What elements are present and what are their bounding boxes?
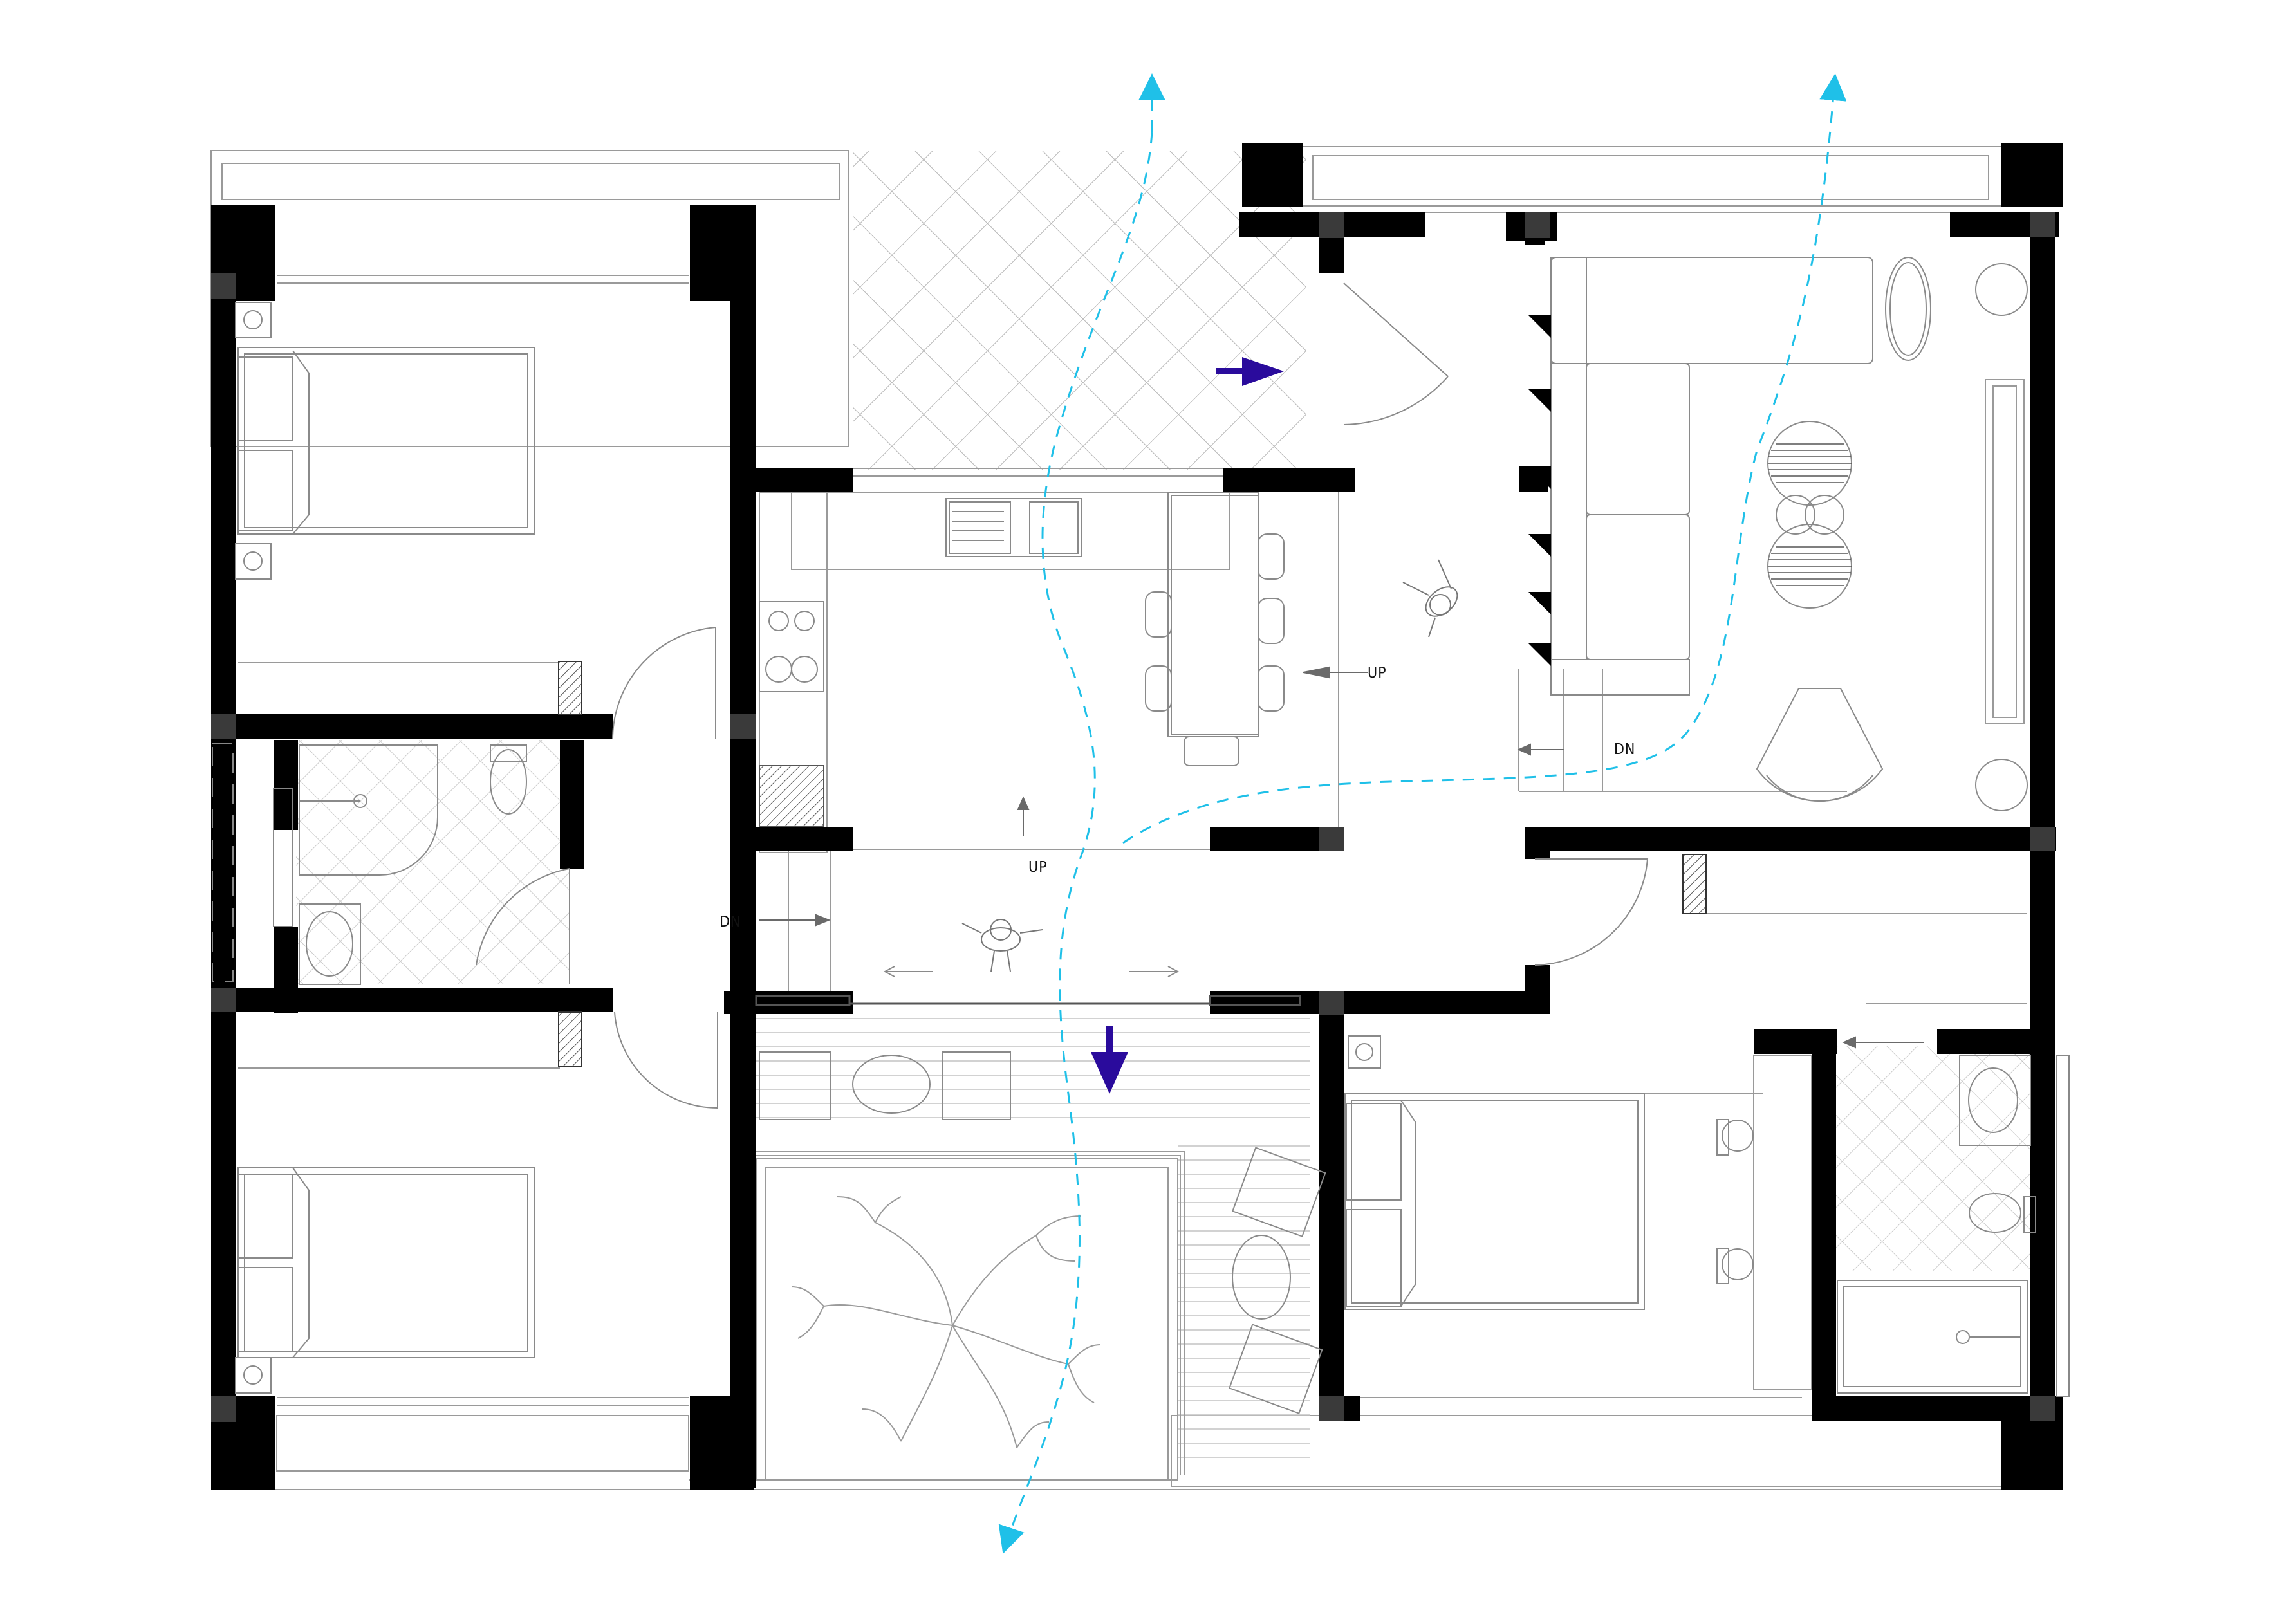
bath-1-tiles bbox=[296, 740, 570, 984]
living-rugs bbox=[1768, 443, 1852, 586]
hall-bidirectional-arrows bbox=[883, 966, 1180, 977]
deck-furniture bbox=[759, 1051, 1326, 1414]
person-icon bbox=[961, 919, 1043, 972]
circulation-path-2 bbox=[1122, 73, 1847, 844]
living-fixtures bbox=[1550, 257, 2028, 811]
deck-top bbox=[756, 1013, 1310, 1126]
tree-icon bbox=[791, 1196, 1101, 1448]
living-dn-label: DN bbox=[1614, 741, 1635, 758]
wall-joints bbox=[211, 212, 2055, 1422]
bath-2-tiles bbox=[1831, 1046, 2030, 1271]
living-up-label: UP bbox=[1368, 665, 1387, 681]
walls bbox=[211, 143, 2063, 1490]
entry-terrace-tiles bbox=[853, 151, 1306, 470]
bedroom-3-bed bbox=[1344, 1035, 1754, 1310]
bedroom-2-bed bbox=[235, 1167, 535, 1394]
floor-patterns bbox=[296, 151, 2030, 1470]
stair-markers bbox=[1528, 315, 1551, 666]
kitchen-up-label: UP bbox=[1028, 859, 1048, 876]
stair-arrows bbox=[759, 666, 1924, 1049]
door-jambs bbox=[558, 661, 1707, 1067]
hall-dn-label: DN bbox=[719, 914, 741, 930]
side-windows bbox=[212, 743, 2070, 1397]
person-icon bbox=[1402, 559, 1458, 638]
furniture bbox=[235, 257, 2036, 1414]
door-swings bbox=[476, 282, 1649, 1109]
bath-1-fixtures bbox=[299, 744, 527, 985]
deck-right bbox=[1178, 1145, 1310, 1470]
deck-windows bbox=[755, 995, 1301, 1006]
circulation-path-1 bbox=[998, 131, 1153, 1554]
bath-2-fixtures bbox=[1837, 1055, 2036, 1394]
arrow-down-icon bbox=[1091, 1026, 1128, 1094]
bedroom-1-bed bbox=[235, 302, 535, 580]
circulation-paths bbox=[998, 73, 1847, 1554]
arrow-right-icon bbox=[1216, 357, 1284, 386]
kitchen-fixtures bbox=[759, 492, 1285, 827]
